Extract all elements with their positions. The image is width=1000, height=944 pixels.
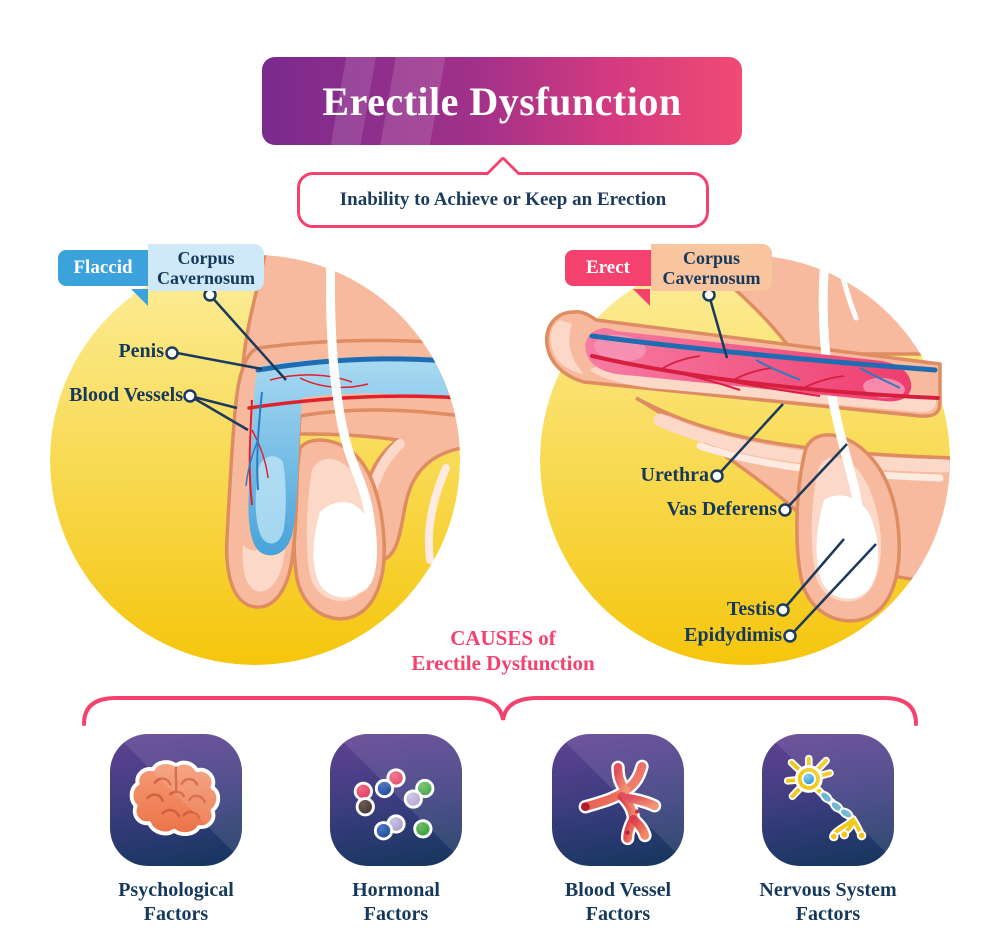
factor-label-line: Factors <box>795 903 861 925</box>
urethra-label: Urethra <box>640 464 710 486</box>
factor-label-line: Nervous System <box>759 879 897 901</box>
testis-label: Testis <box>726 598 775 620</box>
causes-brace <box>82 696 918 726</box>
flaccid-anatomy-circle <box>50 255 460 665</box>
psychological-factors-tile <box>110 734 242 866</box>
region-tag-line: Cavernosum <box>157 268 255 288</box>
factor-label-line: Factors <box>585 903 651 925</box>
region-tag-line: Corpus <box>177 248 235 268</box>
factor-label-line: Factors <box>363 903 429 925</box>
hormonal-factors-card: Hormonal Factors <box>286 734 506 926</box>
leader-lines <box>176 294 877 637</box>
blood-vessel-factors-label: Blood Vessel Factors <box>508 878 728 926</box>
penis-label: Penis <box>118 340 164 362</box>
page-subtitle: Inability to Achieve or Keep an Erection <box>339 189 667 210</box>
nervous-system-factors-card: Nervous System Factors <box>718 734 938 926</box>
erect-shaft <box>545 267 942 589</box>
factor-label-line: Factors <box>143 903 209 925</box>
hormonal-factors-tile <box>330 734 462 866</box>
nervous-system-factors-label: Nervous System Factors <box>718 878 938 926</box>
flaccid-tag-tail <box>131 289 148 306</box>
epidydimis-label: Epidydimis <box>684 624 782 646</box>
erect-state-tag: Erect <box>565 250 651 286</box>
psychological-factors-label: Psychological Factors <box>66 878 286 926</box>
region-tag-line: Cavernosum <box>662 268 761 288</box>
hormonal-factors-label: Hormonal Factors <box>286 878 506 926</box>
nervous-system-factors-tile <box>762 734 894 866</box>
causes-title-line: Erectile Dysfunction <box>411 651 595 675</box>
brain-icon <box>129 760 221 836</box>
vas-deferens-label: Vas Deferens <box>666 498 777 520</box>
factor-label-line: Hormonal <box>352 879 440 901</box>
pointer-dots <box>165 288 797 643</box>
psychological-factors-card: Psychological Factors <box>66 734 286 926</box>
title-banner: Erectile Dysfunction <box>262 57 742 145</box>
blood-vessels-label: Blood Vessels <box>69 384 183 406</box>
factor-label-line: Blood Vessel <box>564 879 672 901</box>
flaccid-state-tag: Flaccid <box>58 250 148 286</box>
causes-title-line: CAUSES of <box>450 626 556 650</box>
erect-corpus-cavernosum-tag: Corpus Cavernosum <box>651 244 772 291</box>
blood-vessel-factors-tile <box>552 734 684 866</box>
erect-tag-tail <box>633 289 650 306</box>
hormone-molecules-icon <box>353 768 435 841</box>
causes-title: CAUSES of Erectile Dysfunction <box>353 626 653 676</box>
region-tag-line: Corpus <box>682 248 740 268</box>
blood-vessel-icon <box>578 759 662 846</box>
subtitle-box: Inability to Achieve or Keep an Erection <box>297 155 709 228</box>
page-title: Erectile Dysfunction <box>322 78 682 124</box>
flaccid-corpus-cavernosum-tag: Corpus Cavernosum <box>148 244 264 291</box>
factor-label-line: Psychological <box>118 879 234 901</box>
blood-vessel-factors-card: Blood Vessel Factors <box>508 734 728 926</box>
neuron-icon <box>783 754 867 842</box>
